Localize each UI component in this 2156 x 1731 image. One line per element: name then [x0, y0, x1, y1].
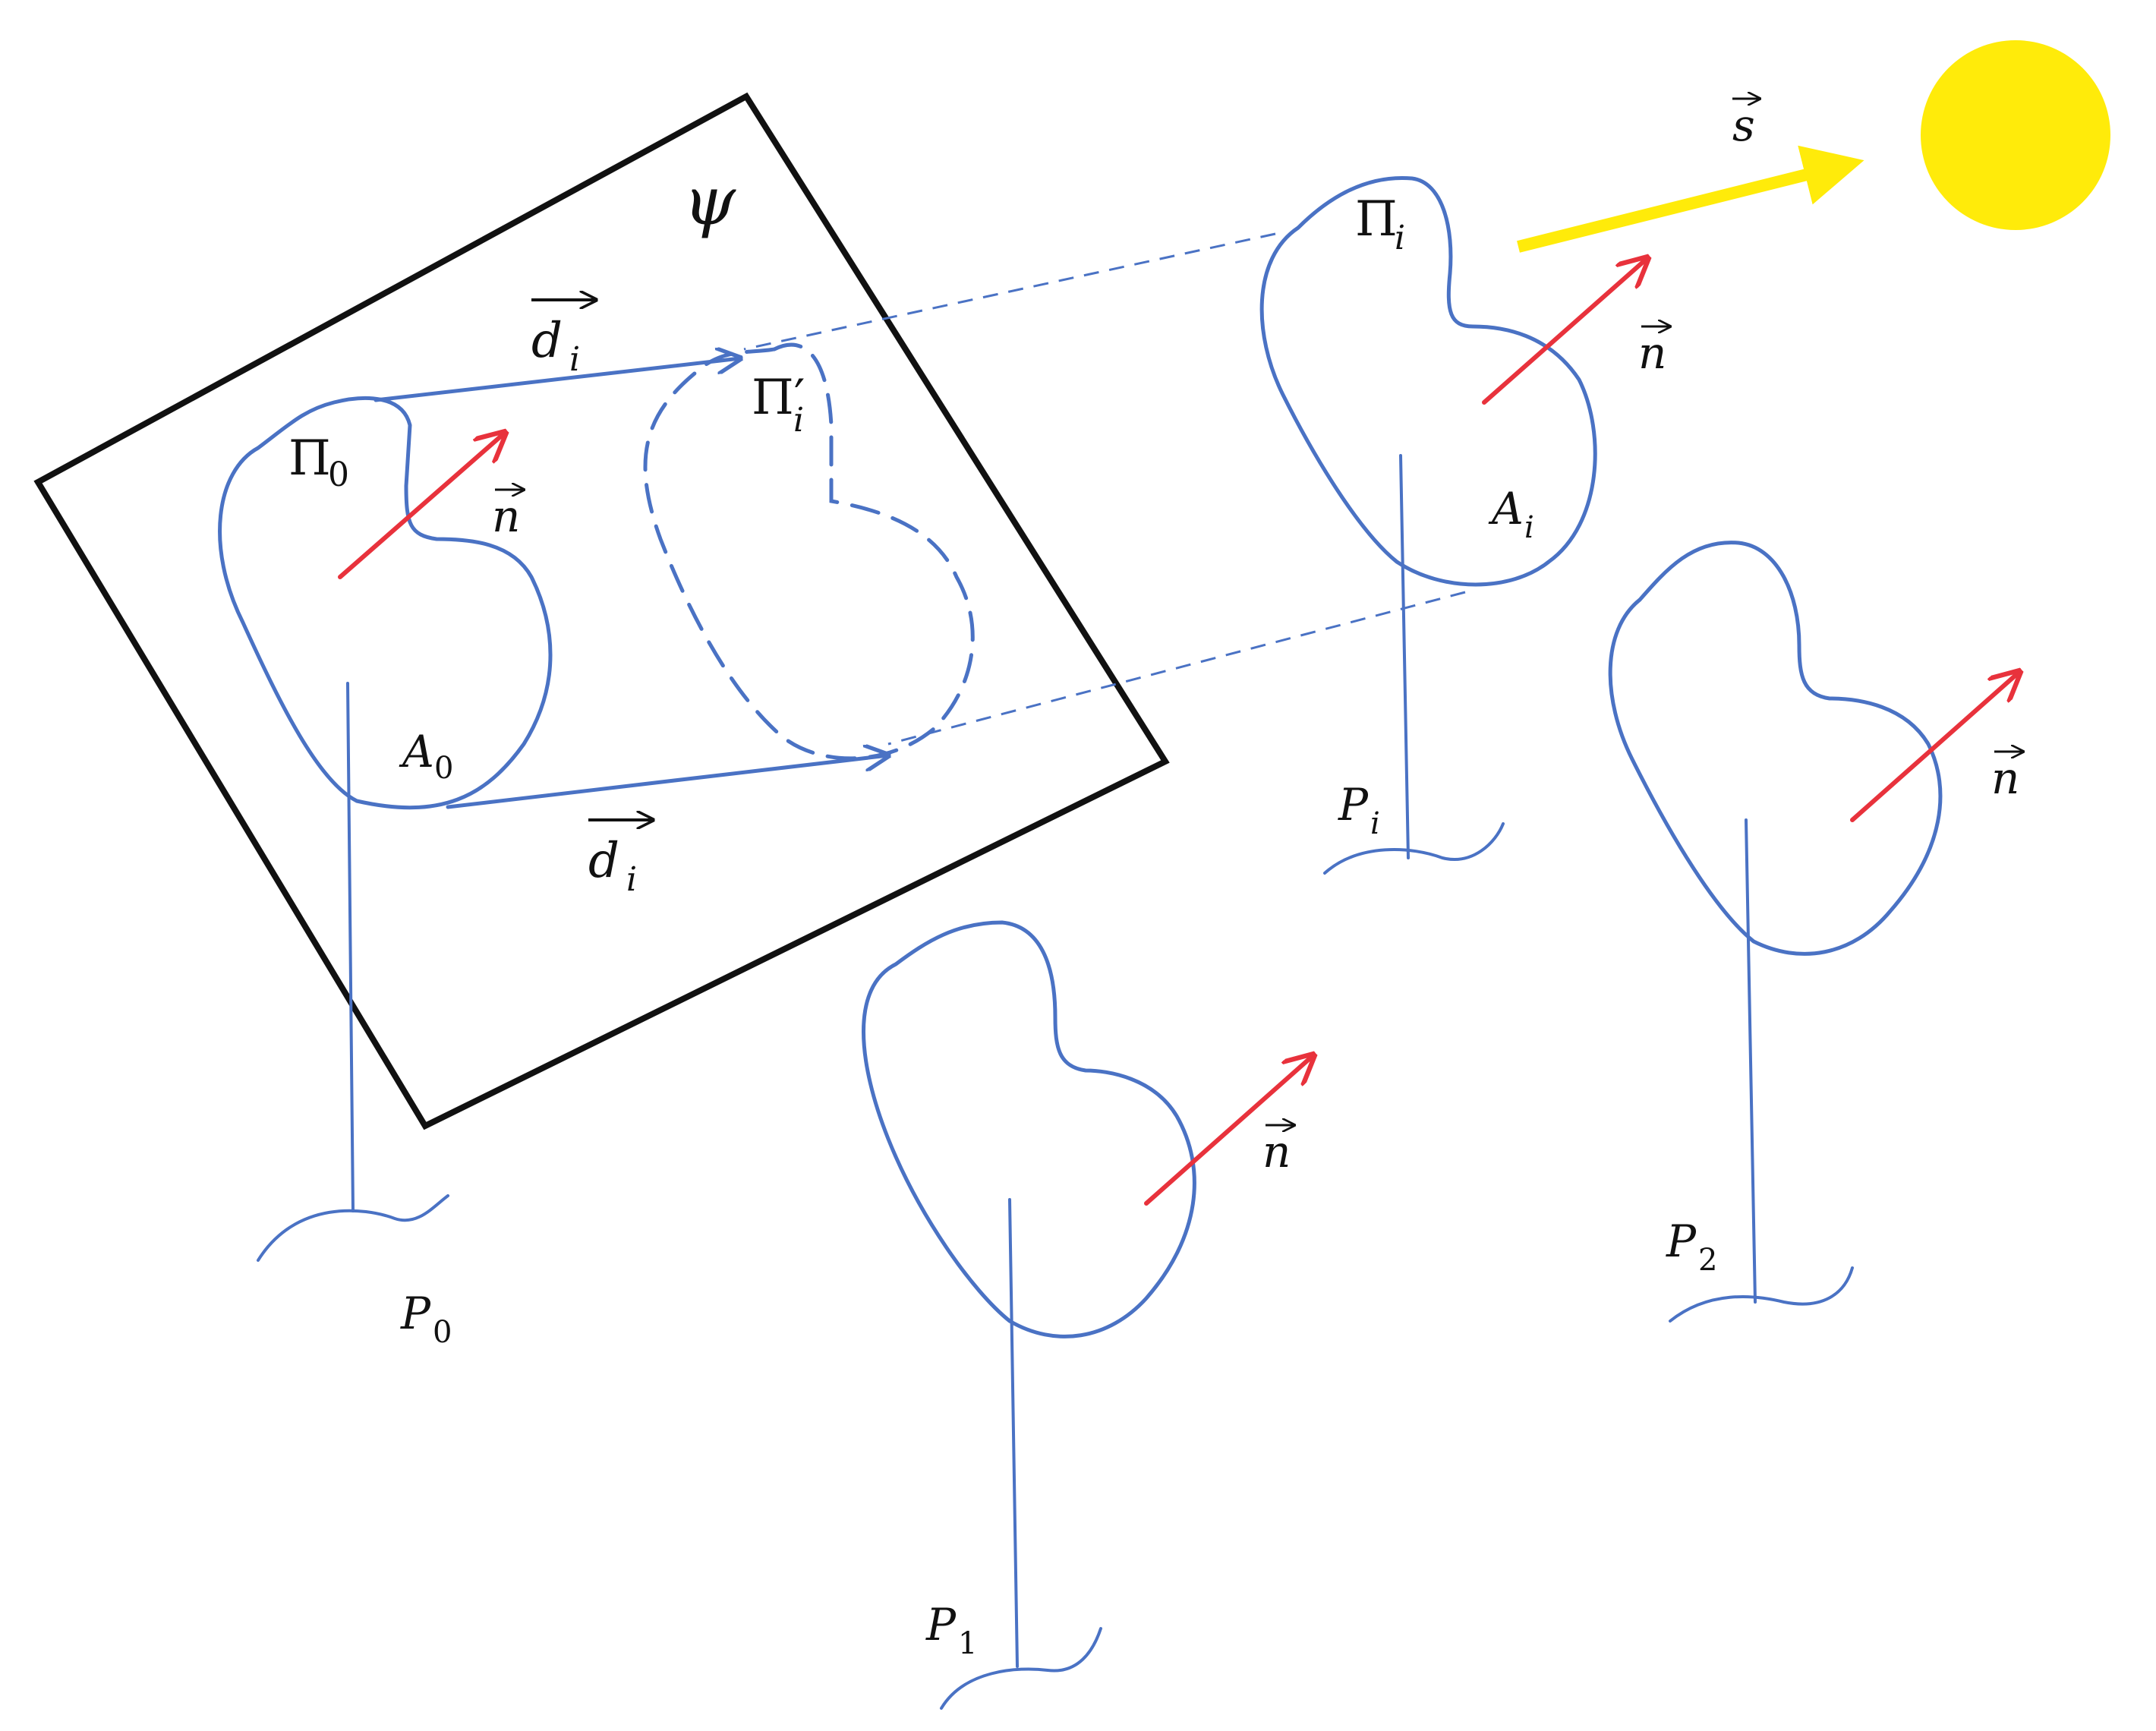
- n-label-p2: n: [1991, 752, 2023, 804]
- svg-text:n: n: [1991, 752, 2019, 804]
- panel-p1: [862, 920, 1314, 1710]
- a0-label-sub: 0: [434, 751, 453, 786]
- di-top-label: d: [531, 313, 563, 369]
- svg-text:n: n: [492, 490, 520, 542]
- pi-label-sub: i: [1370, 806, 1380, 841]
- pi0-label: Π: [288, 430, 331, 487]
- projection-plane: [33, 92, 1170, 1130]
- di-bottom-label-sub: i: [626, 860, 637, 899]
- n-label-pi: n: [1638, 326, 1670, 379]
- pii-prime-label: Π′: [752, 370, 805, 426]
- s-label: s: [1732, 99, 1760, 151]
- a0-label: A: [399, 726, 434, 777]
- pi0-label-sub: 0: [328, 456, 349, 494]
- pii-label-sub: i: [1395, 219, 1405, 257]
- sun: [1921, 40, 2110, 230]
- projection-line-bottom: [887, 591, 1466, 746]
- p0-label-sub: 0: [433, 1315, 452, 1350]
- n-label-p1: n: [1262, 1125, 1294, 1178]
- p1-label: P: [925, 1599, 957, 1651]
- svg-text:n: n: [1638, 327, 1666, 379]
- panel-p0: [218, 396, 553, 1262]
- p0-label: P: [400, 1288, 431, 1339]
- plane-label: ψ: [683, 162, 736, 240]
- pii-prime-label-sub: i: [793, 401, 804, 440]
- di-bottom-label: d: [588, 833, 619, 889]
- projection-line-top: [743, 232, 1276, 351]
- sun-direction-arrow: [1517, 145, 1864, 253]
- di-top-label-sub: i: [569, 340, 580, 379]
- pi-label: P: [1338, 779, 1369, 831]
- pii-label: Π: [1355, 191, 1398, 248]
- svg-text:s: s: [1732, 99, 1755, 151]
- displacement-arrow-top: [374, 358, 740, 402]
- panel-pi: [1259, 175, 1647, 875]
- displacement-arrow-bottom: [446, 755, 888, 809]
- p2-label: P: [1666, 1215, 1697, 1267]
- panel-p2: [1608, 541, 2019, 1323]
- shadow-pi-prime: [643, 342, 975, 761]
- p1-label-sub: 1: [958, 1626, 977, 1661]
- svg-text:n: n: [1262, 1126, 1291, 1178]
- n-label-p0: n: [492, 490, 524, 542]
- p2-label-sub: 2: [1698, 1243, 1717, 1278]
- ai-label: A: [1488, 483, 1524, 534]
- ai-label-sub: i: [1524, 510, 1534, 545]
